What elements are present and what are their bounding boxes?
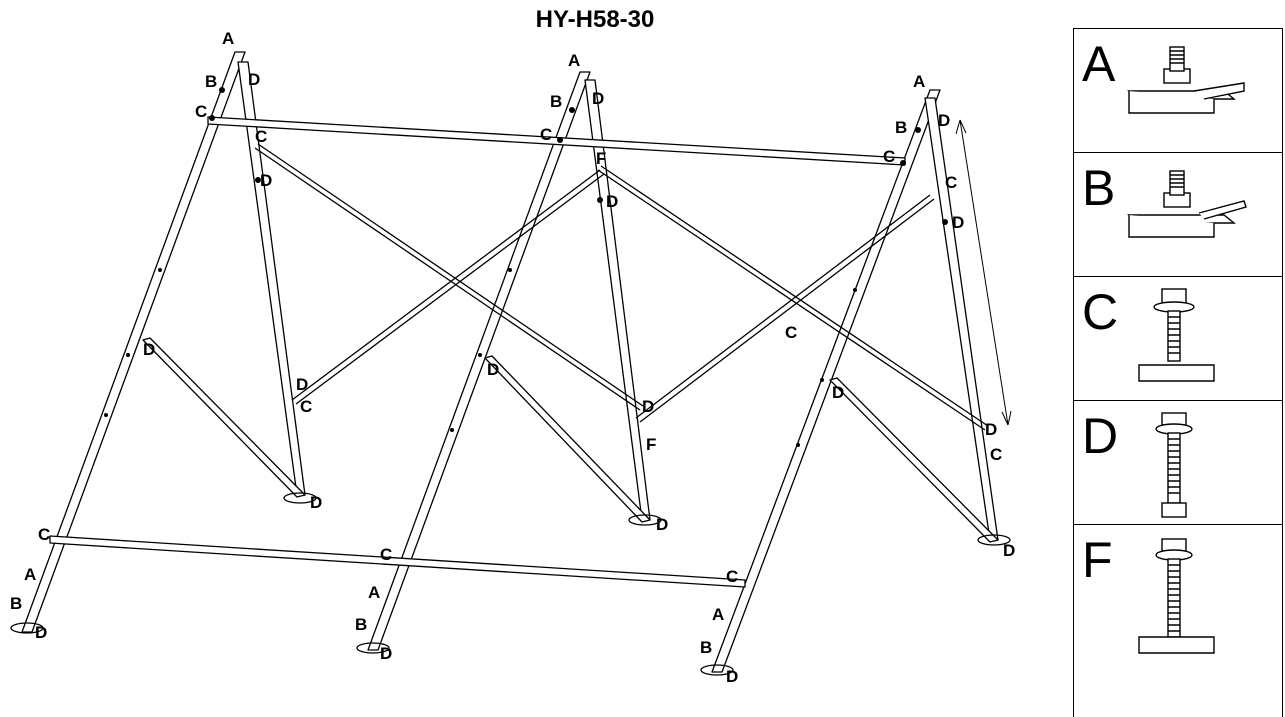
label-c: C	[300, 397, 312, 416]
label-c: C	[883, 147, 895, 166]
label-d: D	[296, 375, 308, 394]
bottom-rail	[49, 535, 746, 588]
label-c: C	[540, 125, 552, 144]
legend-item-a: A	[1074, 29, 1282, 153]
long-hex-bolt-icon	[1155, 412, 1193, 518]
frame-left	[10, 51, 317, 634]
label-b: B	[895, 118, 907, 137]
brace-2	[291, 169, 605, 405]
diagram-title: HY-H58-30	[535, 6, 655, 33]
label-b: B	[355, 615, 367, 634]
label-b: B	[10, 594, 22, 613]
hardware-legend: A B C	[1073, 28, 1283, 717]
label-d: D	[985, 420, 997, 439]
label-b: B	[550, 92, 562, 111]
short-bolt-with-channel-nut-icon	[1138, 288, 1215, 382]
frame-right	[700, 89, 1011, 676]
label-c: C	[726, 567, 738, 586]
legend-letter: A	[1082, 36, 1116, 92]
brace-4	[635, 194, 935, 423]
label-b: B	[700, 638, 712, 657]
label-d: D	[35, 623, 47, 642]
label-c: C	[785, 323, 797, 342]
legend-item-c: C	[1074, 277, 1282, 401]
clamp-bolt-icon	[1127, 170, 1247, 238]
label-d: D	[606, 192, 618, 211]
label-a: A	[913, 72, 925, 91]
label-d: D	[1003, 541, 1015, 560]
label-c: C	[380, 545, 392, 564]
label-a: A	[712, 605, 724, 624]
label-c: C	[255, 127, 267, 146]
label-d: D	[248, 70, 260, 89]
label-d: D	[642, 397, 654, 416]
label-d: D	[726, 667, 738, 686]
label-c: C	[195, 102, 207, 121]
long-bolt-with-channel-nut-icon	[1138, 538, 1215, 654]
label-d: D	[592, 89, 604, 108]
legend-item-d: D	[1074, 401, 1282, 525]
label-f: F	[646, 435, 656, 454]
label-c: C	[945, 173, 957, 192]
label-c: C	[990, 445, 1002, 464]
label-f: F	[596, 149, 606, 168]
label-d: D	[832, 383, 844, 402]
label-d: D	[310, 493, 322, 512]
label-c: C	[38, 525, 50, 544]
label-a: A	[222, 29, 234, 48]
brace-3	[597, 165, 989, 431]
brace-1	[254, 143, 644, 411]
label-a: A	[24, 565, 36, 584]
legend-item-b: B	[1074, 153, 1282, 277]
legend-item-f: F	[1074, 525, 1282, 667]
solar-frame-assembly-drawing: A B D C C D D D C D C A B D A B D C F D …	[10, 29, 1015, 686]
legend-letter: C	[1082, 284, 1119, 340]
label-d: D	[380, 644, 392, 663]
label-d: D	[952, 213, 964, 232]
label-a: A	[368, 583, 380, 602]
frame-middle	[356, 71, 662, 654]
label-d: D	[938, 111, 950, 130]
clamp-bolt-with-plate-icon	[1127, 46, 1245, 114]
legend-letter: D	[1082, 408, 1119, 464]
label-d: D	[487, 360, 499, 379]
label-b: B	[205, 72, 217, 91]
label-d: D	[656, 515, 668, 534]
legend-letter: F	[1082, 532, 1113, 588]
legend-letter: B	[1082, 160, 1116, 216]
label-d: D	[143, 340, 155, 359]
label-a: A	[568, 51, 580, 70]
label-d: D	[260, 171, 272, 190]
